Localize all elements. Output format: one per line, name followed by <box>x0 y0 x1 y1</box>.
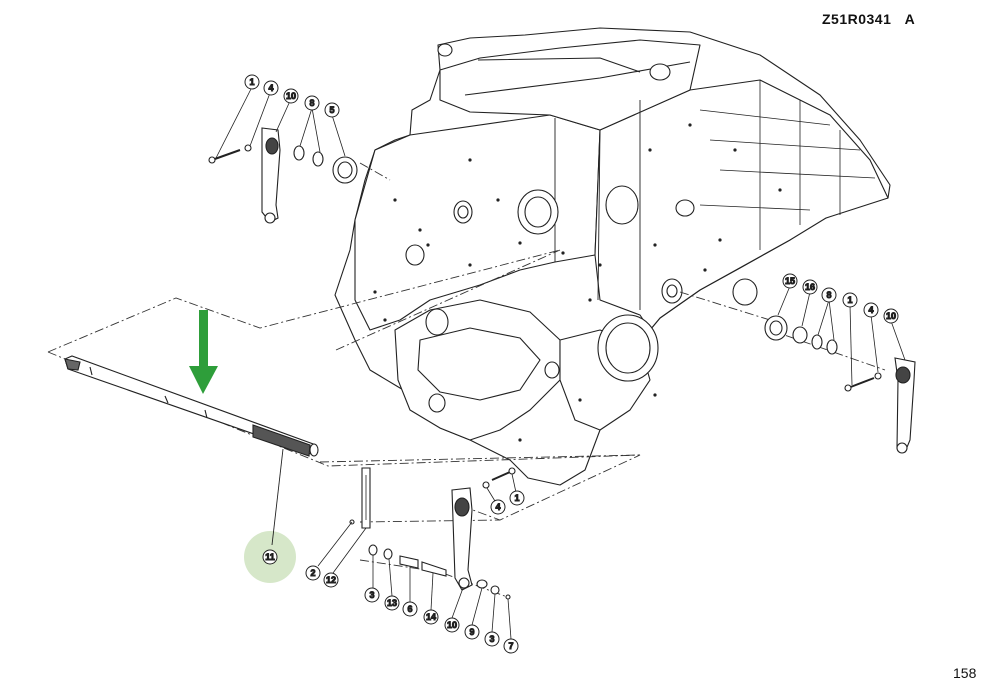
callout-c3a: 3 <box>364 587 380 603</box>
callout-c9-label: 9 <box>469 627 474 637</box>
callout-c8a-label: 8 <box>309 98 314 108</box>
callout-c1c-label: 1 <box>514 493 519 503</box>
callout-c3b: 3 <box>484 631 500 647</box>
callout-c1a-label: 1 <box>249 77 254 87</box>
callout-c12-label: 12 <box>326 575 336 585</box>
callout-c3b-label: 3 <box>489 634 494 644</box>
callout-c10c-label: 10 <box>447 620 457 630</box>
callout-c1a: 1 <box>244 74 260 90</box>
callout-c2: 2 <box>305 565 321 581</box>
upper-left-arm-assembly <box>208 127 358 224</box>
callout-c10a: 10 <box>283 88 299 104</box>
drawing-code: Z51R0341 A <box>822 11 915 27</box>
callout-c14-label: 14 <box>426 612 436 622</box>
callout-c10b-label: 10 <box>886 311 896 321</box>
callout-c6: 6 <box>402 601 418 617</box>
callout-c15-label: 15 <box>785 276 795 286</box>
callout-c4c-label: 4 <box>495 502 500 512</box>
green-arrow-icon <box>189 310 218 394</box>
callout-c6-label: 6 <box>407 604 412 614</box>
callout-c10b: 10 <box>883 308 899 324</box>
callout-c8b: 8 <box>821 287 837 303</box>
drive-shaft-part-11 <box>64 355 319 457</box>
callout-c4c: 4 <box>490 499 506 515</box>
callout-c4b: 4 <box>863 302 879 318</box>
part-11-leader-line <box>271 448 284 546</box>
callout-c9: 9 <box>464 624 480 640</box>
callout-c13: 13 <box>384 595 400 611</box>
callout-c10a-label: 10 <box>286 91 296 101</box>
callout-c7: 7 <box>503 638 519 654</box>
callout-c11-label: 11 <box>265 552 275 562</box>
callout-c7-label: 7 <box>508 641 513 651</box>
right-arm-assembly <box>764 315 916 454</box>
drawing-revision: A <box>904 11 916 27</box>
callout-c14: 14 <box>423 609 439 625</box>
callout-c5a-label: 5 <box>329 105 334 115</box>
callout-c5a: 5 <box>324 102 340 118</box>
callout-c1b-label: 1 <box>847 295 852 305</box>
frame-rivets <box>373 123 782 442</box>
callout-c2-label: 2 <box>310 568 315 578</box>
frame-bores <box>405 43 758 413</box>
callout-c16: 16 <box>802 279 818 295</box>
page-number: 158 <box>953 665 977 681</box>
callout-c1c: 1 <box>509 490 525 506</box>
callout-c13-label: 13 <box>387 598 397 608</box>
callout-c1b: 1 <box>842 292 858 308</box>
callout-c3a-label: 3 <box>369 590 374 600</box>
callout-c15: 15 <box>782 273 798 289</box>
lower-front-arm-assembly <box>349 467 516 600</box>
callout-leaders <box>215 86 906 640</box>
callout-c4a: 4 <box>263 80 279 96</box>
callout-c16-label: 16 <box>805 282 815 292</box>
callout-c10c: 10 <box>444 617 460 633</box>
drawing-part-code: Z51R0341 <box>822 11 892 27</box>
callout-c8b-label: 8 <box>826 290 831 300</box>
callout-c12: 12 <box>323 572 339 588</box>
callout-c11: 11 <box>262 549 278 565</box>
callout-c4b-label: 4 <box>868 305 873 315</box>
callout-c8a: 8 <box>304 95 320 111</box>
callout-bubbles: 1 4 10 8 5 15 16 8 1 4 10 1 4 11 2 12 3 … <box>244 74 899 654</box>
callout-c4a-label: 4 <box>268 83 273 93</box>
